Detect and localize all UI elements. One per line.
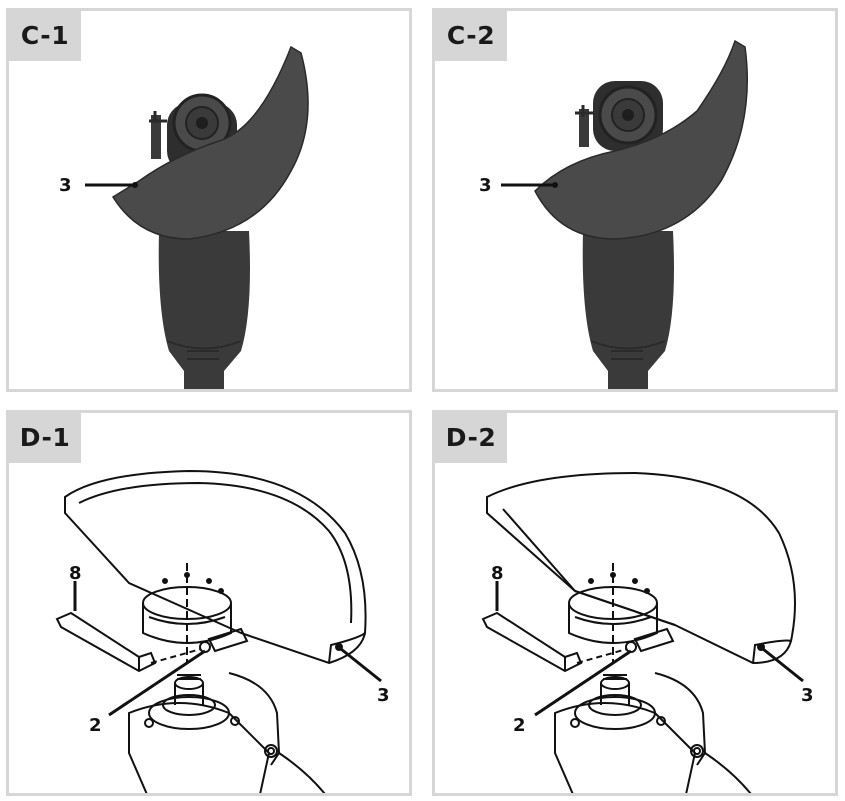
- grinder-body: [582, 231, 674, 389]
- grinder-body: [158, 231, 250, 389]
- wheel-guard: [486, 471, 796, 665]
- c2-grinder-illustration: 3: [479, 39, 748, 389]
- panel-label-c2: C-2: [435, 11, 507, 61]
- d1-callout-clamp-screw: 2: [89, 715, 102, 736]
- d1-callout-hex-key: 8: [69, 563, 82, 584]
- panel-d2: 8 3 2 D-2: [432, 410, 838, 796]
- d2-callout-clamp-screw: 2: [513, 715, 526, 736]
- d2-callout-guard: 3: [801, 685, 814, 706]
- c1-callout-guard: 3: [59, 175, 72, 196]
- panel-d1: 8 3 2 D-1: [6, 410, 412, 796]
- d1-guard-assembly-illustration: 8 3 2: [55, 469, 390, 793]
- wheel-guard: [111, 45, 309, 240]
- panel-label-c1: C-1: [9, 11, 81, 61]
- c2-callout-guard: 3: [479, 175, 492, 196]
- hex-key: [481, 611, 583, 673]
- panel-c2: 3 C-2: [432, 8, 838, 392]
- panel-label-d1: D-1: [9, 413, 81, 463]
- hex-key: [55, 611, 157, 673]
- panel-c1: 3 C-1: [6, 8, 412, 392]
- wheel-guard: [64, 469, 367, 665]
- d2-guard-assembly-illustration: 8 3 2: [481, 471, 814, 793]
- wheel-guard: [534, 39, 748, 240]
- panel-label-d2: D-2: [435, 413, 507, 463]
- d1-callout-guard: 3: [377, 685, 390, 706]
- d2-callout-hex-key: 8: [491, 563, 504, 584]
- c1-grinder-illustration: 3: [59, 45, 309, 389]
